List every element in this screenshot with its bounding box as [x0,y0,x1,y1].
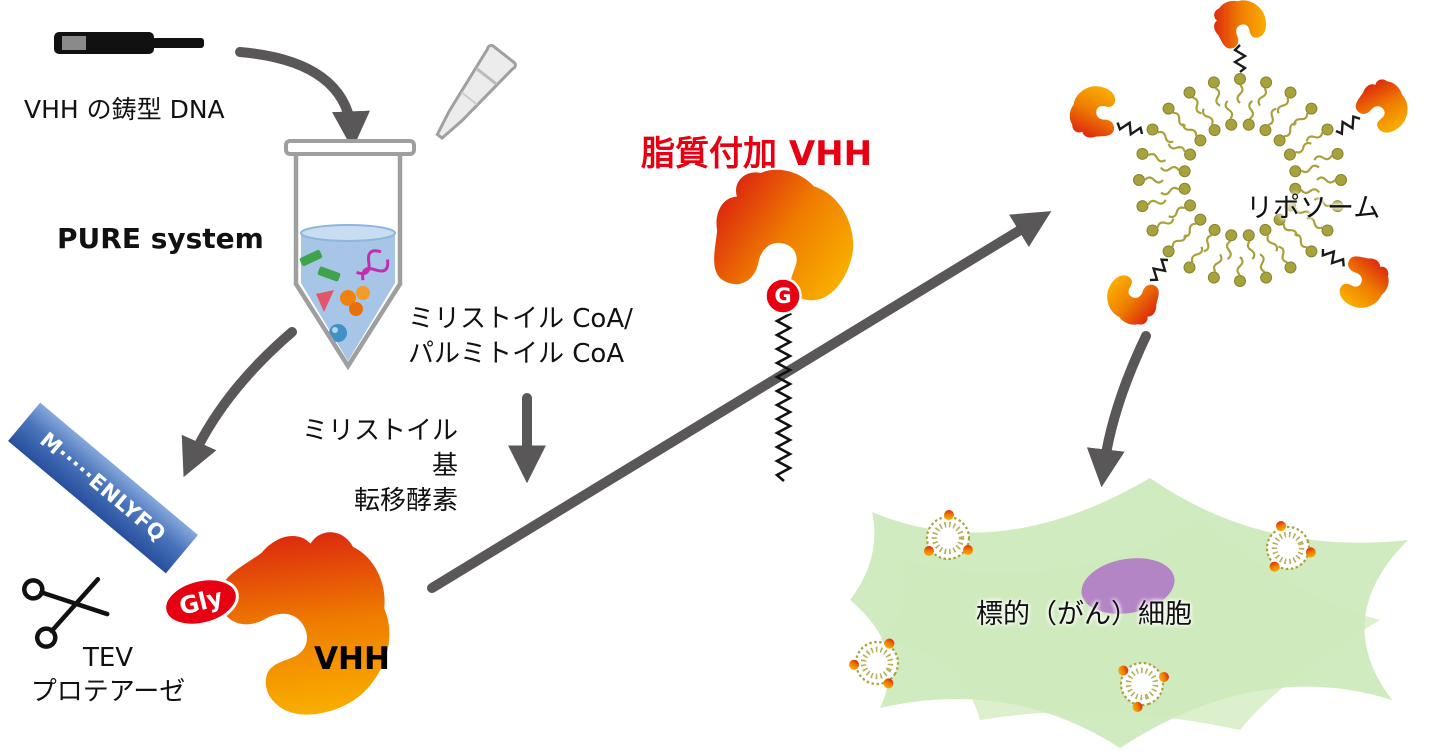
arrow-dna-to-tube [235,47,370,150]
transferase-line1: ミリストイル基 [301,416,458,482]
lipidated-vhh-blob [686,147,879,482]
flow-arrows [181,47,1151,593]
vhh-protein-blob [163,526,398,723]
target-cell-label: 標的（がん）細胞 [976,599,1192,630]
coa-line1: ミリストイル CoA/ [408,304,633,334]
coa-line2: パルミトイル CoA [408,339,625,370]
tube-outline [293,153,403,371]
ribosome-triangle [316,290,334,312]
vhh-label: VHH [314,641,390,677]
scissors-icon [22,577,110,649]
transferase-line2: 転移酵素 [353,486,458,517]
tube-contents [299,249,390,342]
template-dna-icon [54,32,204,54]
dna-helix-squiggle [356,249,390,281]
liposome-illustration [1062,0,1416,334]
g-residue-badge [764,277,802,315]
template-dna-label: VHH の鋳型 DNA [24,95,225,124]
reaction-tube [284,139,416,371]
tube-rim [284,139,416,156]
cell-nucleus [1081,558,1175,614]
peptide-ribbon [8,402,198,574]
coa-label: ミリストイル CoA/ パルミトイル CoA [408,302,633,372]
pure-system-label: PURE system [57,222,264,255]
transferase-label: ミリストイル基 転移酵素 [278,414,458,519]
lipid-anchor-squiggle [774,307,793,482]
tube-liquid-surface [300,224,396,242]
gly-tag-badge [163,577,239,627]
arrow-tube-to-peptide [181,327,297,478]
g-residue-label: G [774,284,792,308]
liposome-label: リポソーム [1246,193,1381,224]
liposome-membrane [1132,72,1348,288]
arrow-vhh-to-liposome [427,211,1052,593]
lipidated-vhh-label: 脂質付加 VHH [641,134,873,174]
tev-line2: プロテアーゼ [30,676,186,707]
arrow-liposome-to-cell [1086,331,1151,488]
tev-line1: TEV [82,643,134,673]
pipette-tip-icon [435,44,517,141]
tev-protease-label: TEV プロテアーゼ [31,642,185,710]
